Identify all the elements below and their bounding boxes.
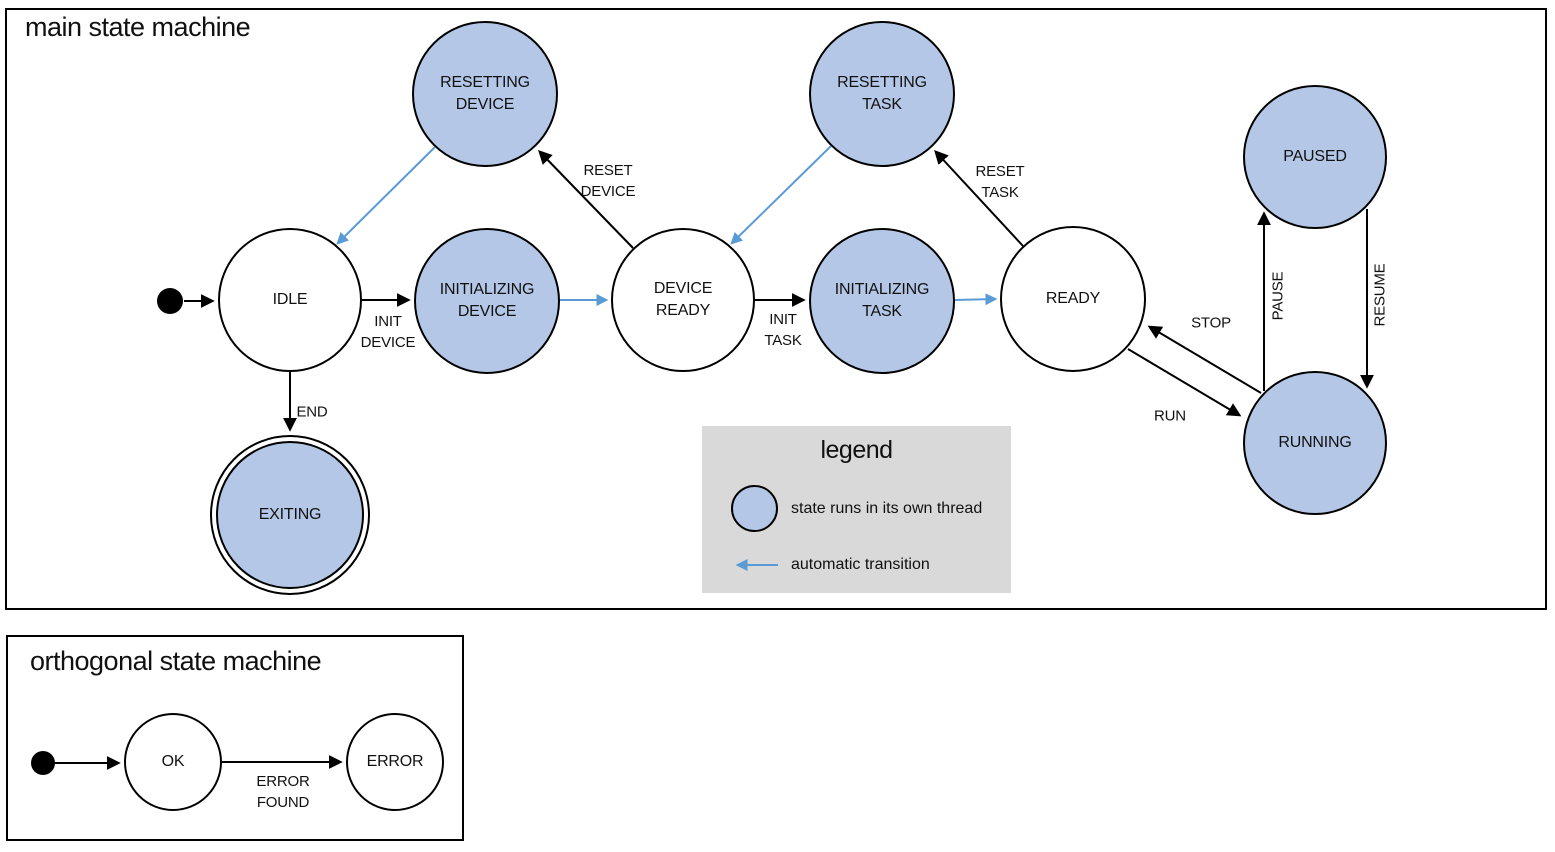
state-initializing-device: INITIALIZING DEVICE (414, 228, 560, 374)
state-ready-label: READY (1045, 290, 1101, 307)
transition-init-task-label: INIT TASK (764, 311, 802, 349)
legend-threaded-label: state runs in its own thread (791, 500, 983, 517)
state-ok: OK (124, 713, 222, 811)
state-running: RUNNING (1243, 371, 1387, 515)
transition-pause-label: PAUSE (1269, 271, 1287, 321)
state-running-label: RUNNING (1278, 434, 1352, 451)
transition-run-label: RUN (1154, 407, 1186, 425)
transition-end-label: END (296, 403, 328, 421)
state-paused: PAUSED (1243, 85, 1387, 229)
state-resetting-task-label: RESETTING TASK (837, 74, 927, 113)
legend-automatic-label: automatic transition (791, 556, 930, 573)
transition-stop-label: STOP (1191, 314, 1231, 332)
state-exiting: EXITING (210, 435, 370, 595)
orthogonal-initial-state-dot (31, 751, 55, 775)
main-state-machine-title: main state machine (25, 12, 251, 42)
state-error: ERROR (346, 713, 444, 811)
state-device-ready-label: DEVICE READY (653, 280, 713, 319)
orthogonal-state-machine-title: orthogonal state machine (30, 646, 322, 676)
state-initializing-task-label: INITIALIZING TASK (834, 281, 930, 320)
state-idle: IDLE (218, 228, 362, 372)
state-ok-label: OK (161, 753, 185, 770)
transition-reset-device-label: RESET DEVICE (580, 162, 636, 200)
threaded-state-swatch-icon (731, 485, 778, 532)
legend-title: legend (820, 436, 893, 464)
main-initial-state-dot (157, 288, 183, 314)
state-exiting-label: EXITING (258, 506, 322, 523)
state-error-label: ERROR (366, 753, 424, 770)
transition-init-device-label: INIT DEVICE (360, 313, 416, 351)
state-resetting-device: RESETTING DEVICE (412, 21, 558, 167)
state-initializing-device-label: INITIALIZING DEVICE (439, 281, 535, 320)
orthogonal-state-machine-frame (6, 635, 464, 841)
legend-box: legend state runs in its own thread auto… (702, 426, 1011, 593)
state-resetting-task: RESETTING TASK (809, 21, 955, 167)
transition-error-found-label: ERROR FOUND (256, 773, 310, 811)
state-exiting-inner-ring (216, 441, 364, 589)
transition-resume-label: RESUME (1371, 263, 1389, 327)
state-device-ready: DEVICE READY (611, 228, 755, 372)
state-resetting-device-label: RESETTING DEVICE (440, 74, 530, 113)
main-state-machine-frame (5, 8, 1547, 610)
state-ready: READY (1000, 226, 1146, 372)
state-idle-label: IDLE (272, 291, 308, 308)
state-initializing-task: INITIALIZING TASK (809, 228, 955, 374)
state-paused-label: PAUSED (1283, 148, 1347, 165)
transition-reset-task-label: RESET TASK (975, 163, 1025, 201)
